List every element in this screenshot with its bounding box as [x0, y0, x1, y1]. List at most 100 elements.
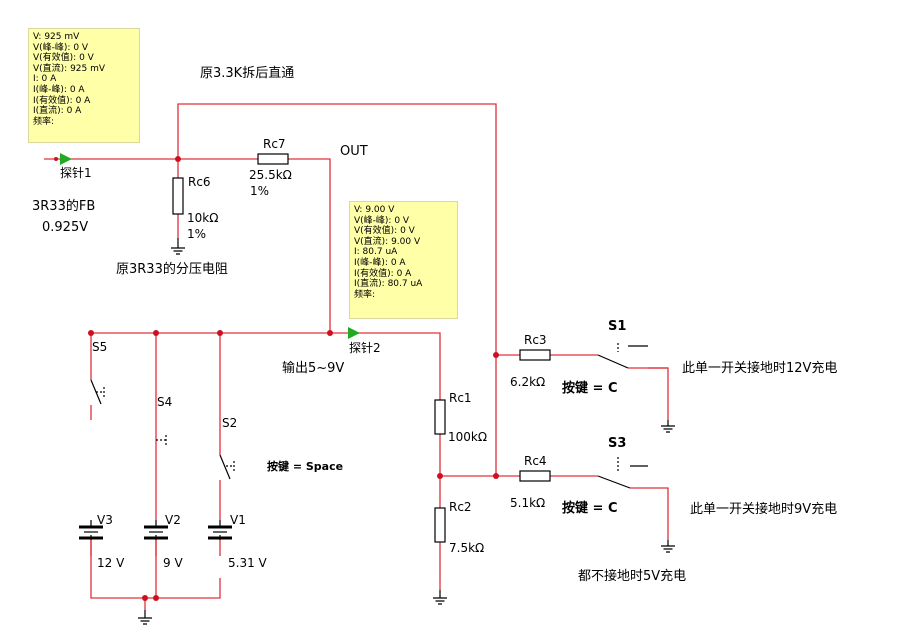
rc4-name: Rc4: [524, 454, 547, 468]
batteries: [79, 520, 232, 556]
probe2-reading: I(直流): 80.7 uA: [354, 279, 423, 290]
v1-name: V1: [230, 513, 246, 527]
junction-dot: [493, 473, 499, 479]
v2-value: 9 V: [163, 556, 183, 570]
battery-v2-icon[interactable]: [144, 520, 168, 540]
rc2-value: 7.5kΩ: [449, 541, 485, 555]
junction-dot: [153, 330, 159, 336]
rc4-value: 5.1kΩ: [510, 496, 546, 510]
junction-dot: [437, 473, 443, 479]
s4-name: S4: [157, 395, 173, 409]
resistor-rc6[interactable]: [172, 177, 184, 215]
ground-icon: [661, 540, 675, 553]
rc7-tol: 1%: [250, 184, 270, 198]
probe1-reading: V: 925 mV: [33, 32, 80, 42]
v1-value: 5.31 V: [228, 556, 267, 570]
probe-arrows: [60, 153, 360, 339]
note-divider: 原3R33的分压电阻: [116, 262, 228, 277]
probe2-reading: V(峰-峰): 0 V: [354, 215, 410, 226]
switch-s5[interactable]: [90, 379, 105, 405]
key-space-label: 按键 = Space: [267, 460, 344, 473]
out-label: OUT: [340, 144, 368, 159]
resistor-rc1[interactable]: [434, 399, 446, 435]
probe2-reading: 频率:: [354, 289, 376, 300]
probe2-reading: I: 80.7 uA: [354, 247, 398, 258]
probe1-reading: I: 0 A: [33, 74, 57, 85]
note-fb-line1: 3R33的FB: [32, 199, 96, 214]
wires: [44, 103, 669, 610]
v3-value: 12 V: [97, 556, 125, 570]
junction-dot: [217, 330, 223, 336]
s3-key: 按键 = C: [562, 501, 618, 516]
grounds: [138, 238, 675, 625]
junction-dot: [327, 330, 333, 336]
probe1-reading: 频率:: [33, 116, 55, 127]
junction-dot: [142, 595, 148, 601]
wire: [91, 332, 441, 400]
rc1-name: Rc1: [449, 391, 472, 405]
resistor-rc3[interactable]: [519, 349, 551, 361]
battery-v3-icon[interactable]: [79, 520, 103, 540]
s1-key: 按键 = C: [562, 381, 618, 396]
s1-name: S1: [608, 319, 627, 334]
probe2-reading: V(直流): 9.00 V: [354, 236, 421, 247]
rc6-tol: 1%: [187, 227, 207, 241]
probe2-arrow-icon[interactable]: [348, 327, 360, 339]
switch-s1[interactable]: [597, 343, 648, 369]
note-none: 都不接地时5V充电: [578, 569, 687, 584]
note-s1: 此单一开关接地时12V充电: [682, 361, 838, 376]
rc1-value: 100kΩ: [448, 430, 488, 444]
s2-name: S2: [222, 416, 238, 430]
s5-name: S5: [92, 340, 108, 354]
probe2-reading: I(峰-峰): 0 A: [354, 257, 406, 268]
wire: [288, 158, 331, 333]
probe2-reading: I(有效值): 0 A: [354, 268, 412, 279]
probe1-label: 探针1: [60, 166, 92, 180]
probe1-reading: V(峰-峰): 0 V: [33, 42, 89, 53]
junction-dot: [54, 157, 58, 161]
junctions: [54, 156, 499, 601]
note-output: 输出5~9V: [282, 361, 345, 376]
probe1-arrow-icon[interactable]: [60, 153, 72, 165]
probe1-reading: V(直流): 925 mV: [33, 63, 106, 74]
v2-name: V2: [165, 513, 181, 527]
resistor-rc2[interactable]: [434, 507, 446, 543]
probe2-reading: V: 9.00 V: [354, 205, 395, 215]
resistor-rc7[interactable]: [257, 153, 289, 165]
probe1-reading: V(有效值): 0 V: [33, 53, 94, 64]
ground-icon: [138, 610, 152, 625]
rc3-name: Rc3: [524, 333, 547, 347]
switch-s2[interactable]: [219, 454, 235, 480]
probe1-reading: I(峰-峰): 0 A: [33, 84, 85, 95]
ground-icon: [433, 590, 447, 605]
probe2-label: 探针2: [349, 341, 381, 355]
battery-v1-icon[interactable]: [208, 520, 232, 540]
note-s3: 此单一开关接地时9V充电: [690, 502, 838, 517]
wire: [630, 487, 669, 540]
probe2-reading: V(有效值): 0 V: [354, 226, 415, 237]
junction-dot: [153, 595, 159, 601]
note-bypass: 原3.3K拆后直通: [200, 66, 295, 81]
junction-dot: [88, 330, 94, 336]
v3-name: V3: [97, 513, 113, 527]
junction-dot: [175, 156, 181, 162]
ground-icon: [661, 420, 675, 433]
rc7-name: Rc7: [263, 137, 286, 151]
switch-s3[interactable]: [597, 457, 648, 489]
rc6-value: 10kΩ: [187, 211, 219, 225]
rc2-name: Rc2: [449, 500, 472, 514]
resistor-rc4[interactable]: [519, 470, 551, 482]
switches: [90, 343, 648, 489]
junction-dot: [493, 352, 499, 358]
note-fb-line2: 0.925V: [42, 220, 89, 235]
s3-name: S3: [608, 436, 627, 451]
ground-icon: [171, 238, 185, 255]
probe1-reading: I(有效值): 0 A: [33, 95, 91, 106]
switch-s4[interactable]: [155, 420, 167, 470]
rc6-name: Rc6: [188, 175, 211, 189]
rc7-value: 25.5kΩ: [249, 168, 292, 182]
